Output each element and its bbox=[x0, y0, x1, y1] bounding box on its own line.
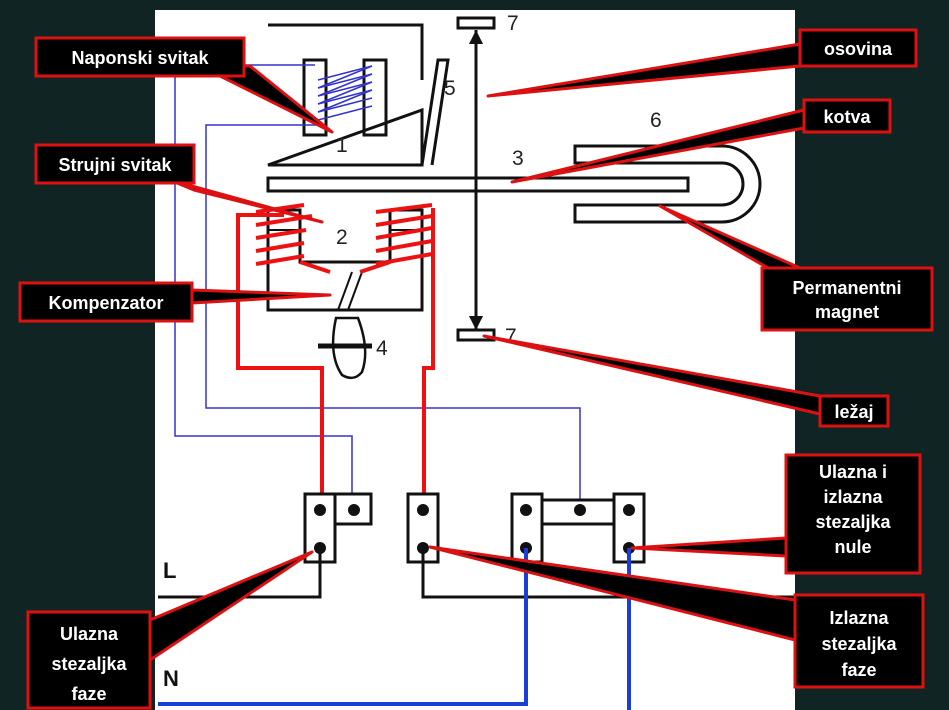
callout-line: stezaljka bbox=[51, 654, 127, 674]
callout-naponski-svitak: Naponski svitak bbox=[71, 48, 209, 68]
callout-line: magnet bbox=[815, 302, 879, 322]
label-N: N bbox=[163, 666, 179, 691]
callout-box-osovina bbox=[798, 28, 918, 68]
shaft bbox=[456, 16, 496, 342]
terminal-block-phase-out bbox=[406, 492, 440, 564]
callout-line: faze bbox=[841, 660, 876, 680]
callout-line: stezaljka bbox=[821, 634, 897, 654]
callout-kotva: kotva bbox=[823, 107, 871, 127]
callout-permanentni-magnet: Permanentni magnet bbox=[792, 278, 901, 322]
callout-box-nule bbox=[784, 453, 922, 575]
callout-line: nule bbox=[834, 537, 871, 557]
callout-box-izlazna-faze bbox=[793, 593, 925, 689]
callout-pointers bbox=[148, 42, 822, 662]
callout-strujni-svitak: Strujni svitak bbox=[58, 155, 172, 175]
current-coil-windings bbox=[255, 203, 433, 274]
callout-ulazna-stezaljka-faze: Ulazna stezaljka faze bbox=[51, 624, 127, 704]
callout-line: Kompenzator bbox=[48, 293, 163, 313]
callout-box-kompenzator bbox=[18, 281, 194, 323]
label-num-3: 3 bbox=[512, 147, 524, 170]
callout-box-kotva bbox=[802, 98, 892, 134]
label-num-5: 5 bbox=[444, 77, 456, 100]
callout-box-strujni bbox=[34, 143, 196, 185]
callout-ulazna-izlazna-nule: Ulazna i izlazna stezaljka nule bbox=[815, 462, 891, 557]
label-num-6: 6 bbox=[650, 109, 662, 132]
compensator bbox=[318, 271, 372, 380]
callout-line: kotva bbox=[823, 107, 871, 127]
callout-osovina: osovina bbox=[824, 39, 893, 59]
callout-line: Ulazna i bbox=[819, 462, 887, 482]
callout-box-ulazna-faze bbox=[26, 610, 152, 710]
label-num-2: 2 bbox=[336, 226, 348, 249]
callout-box-naponski bbox=[34, 36, 246, 78]
callout-izlazna-stezaljka-faze: Izlazna stezaljka faze bbox=[821, 608, 897, 680]
bearing-bottom bbox=[456, 328, 496, 342]
brake-spring bbox=[420, 58, 450, 166]
callout-box-permanentni bbox=[760, 266, 934, 332]
callout-line: ležaj bbox=[834, 402, 873, 422]
current-wiring bbox=[236, 208, 435, 505]
label-num-1: 1 bbox=[336, 134, 348, 157]
callout-line: osovina bbox=[824, 39, 893, 59]
callout-line: faze bbox=[71, 684, 106, 704]
callout-kompenzator: Kompenzator bbox=[48, 293, 163, 313]
callout-line: Naponski svitak bbox=[71, 48, 209, 68]
callout-line: Ulazna bbox=[60, 624, 119, 644]
callout-line: Izlazna bbox=[829, 608, 889, 628]
callout-lezaj: ležaj bbox=[834, 402, 873, 422]
callout-boxes bbox=[18, 28, 934, 710]
pointer-strujni bbox=[168, 178, 324, 224]
callout-box-lezaj bbox=[818, 394, 890, 428]
label-num-7-bottom: 7 bbox=[505, 325, 517, 348]
bearing-top bbox=[456, 16, 496, 30]
label-L: L bbox=[163, 558, 176, 583]
callout-line: Permanentni bbox=[792, 278, 901, 298]
line-N-in bbox=[158, 548, 528, 706]
callout-line: stezaljka bbox=[815, 512, 891, 532]
label-num-7-top: 7 bbox=[507, 12, 519, 35]
permanent-magnet bbox=[573, 144, 762, 224]
voltage-coil bbox=[267, 23, 424, 167]
callout-line: izlazna bbox=[823, 487, 883, 507]
disc bbox=[266, 176, 690, 193]
callout-line: Strujni svitak bbox=[58, 155, 172, 175]
label-num-4: 4 bbox=[376, 337, 388, 360]
